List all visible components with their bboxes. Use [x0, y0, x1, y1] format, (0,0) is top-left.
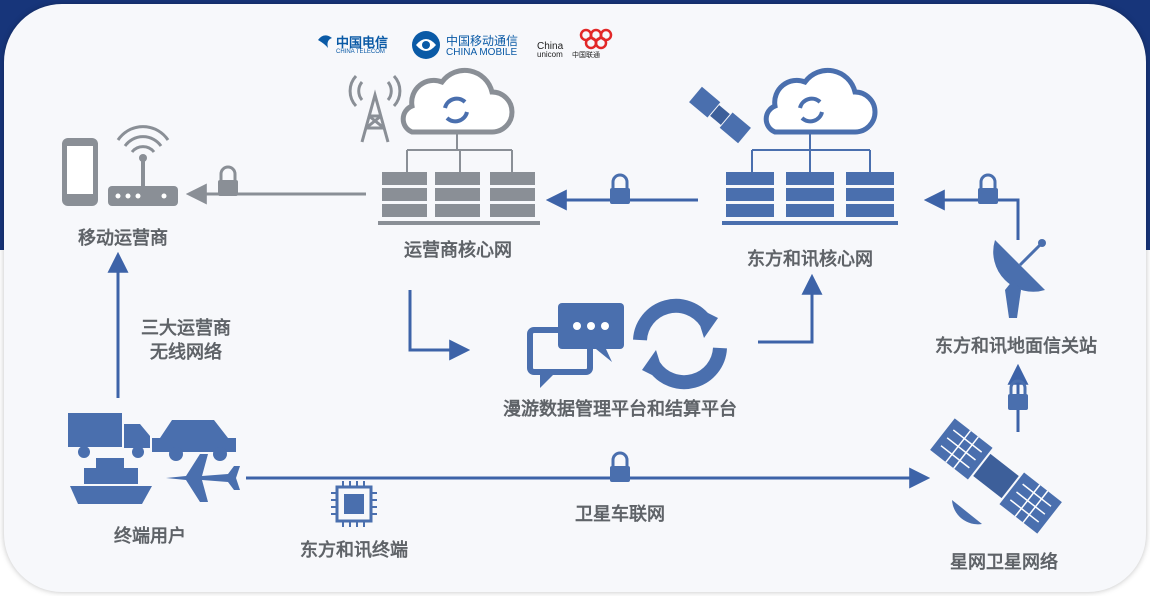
cell-tower-icon	[348, 74, 402, 143]
arrow-operator-core-to-platform	[408, 290, 471, 361]
mobile-phone-icon	[62, 138, 98, 206]
dfhx-terminal-label: 东方和讯终端	[300, 540, 408, 561]
large-satellite-icon	[930, 418, 1062, 534]
lock-icon	[610, 451, 630, 482]
operator-server-rack-icon	[378, 134, 540, 225]
wifi-router-icon	[108, 125, 178, 206]
lock-icon	[610, 173, 630, 204]
dfhx-core-label: 东方和讯核心网	[747, 249, 873, 270]
wireless-network-label-line1: 三大运营商	[141, 318, 231, 339]
china-unicom-logo-cn: 中国联通	[572, 52, 600, 59]
mobile-operator-label: 移动运营商	[78, 228, 168, 249]
dfhx-server-rack-icon	[722, 134, 898, 225]
china-mobile-logo-text: 中国移动通信	[446, 34, 519, 48]
china-unicom-logo-china: China	[537, 41, 564, 52]
operator-core-label: 运营商核心网	[404, 240, 512, 261]
arrow-platform-to-dfhx-core	[758, 273, 823, 344]
china-mobile-logo-subtext: CHINA MOBILE	[446, 47, 518, 58]
end-users-label: 终端用户	[114, 526, 186, 547]
china-mobile-logo-icon	[412, 31, 440, 59]
dfhx-cloud-icon	[763, 67, 878, 135]
roaming-platform-label: 漫游数据管理平台和结算平台	[503, 399, 737, 420]
sync-arrows-icon	[633, 298, 727, 390]
chat-bubbles-icon	[527, 303, 624, 388]
chip-icon	[331, 481, 377, 527]
lock-icon	[978, 173, 998, 204]
cloud-icon	[400, 67, 515, 135]
china-telecom-logo-subtext: CHINA TELECOM	[336, 49, 385, 55]
satellite-iov-label: 卫星车联网	[575, 504, 665, 525]
china-telecom-logo-icon	[318, 35, 332, 48]
wireless-network-label-line2: 无线网络	[150, 342, 222, 363]
satellite-dish-icon	[993, 239, 1046, 318]
lock-icon	[218, 165, 238, 196]
ground-station-label: 东方和讯地面信关站	[935, 336, 1097, 357]
ship-icon	[70, 458, 152, 504]
china-telecom-logo-text: 中国电信	[336, 35, 389, 50]
truck-icon	[68, 413, 150, 458]
china-unicom-logo-icon	[579, 28, 613, 50]
satellite-network-label: 星网卫星网络	[950, 552, 1058, 573]
airplane-icon	[166, 454, 240, 502]
small-satellite-icon	[689, 86, 751, 144]
china-unicom-logo-text: unicom	[537, 50, 563, 59]
diagram-card	[4, 4, 1146, 592]
arrow-gateway-to-dfhx-core	[923, 189, 1020, 240]
car-icon	[152, 420, 236, 461]
lock-icon	[1008, 379, 1028, 410]
